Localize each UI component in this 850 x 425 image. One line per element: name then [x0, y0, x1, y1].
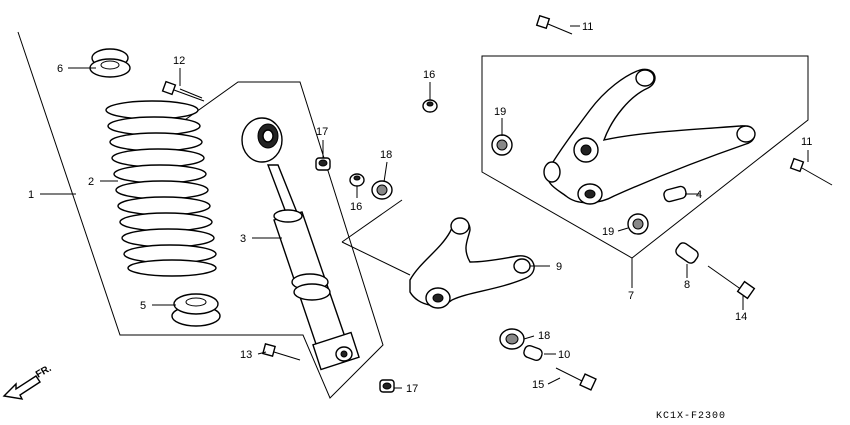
bolt-13 [262, 343, 301, 361]
label-part-19-upper: 19 [494, 106, 506, 118]
label-part-17-upper: 17 [316, 126, 328, 138]
damper [241, 117, 360, 371]
label-part-15: 15 [532, 379, 544, 391]
collar-10 [523, 344, 543, 362]
label-part-12: 12 [173, 55, 185, 67]
nut-17-lower [379, 379, 395, 393]
label-part-16-lower: 16 [350, 201, 362, 213]
diagram-code: KC1X-F2300 [656, 411, 726, 422]
bearing-19-lower [627, 213, 649, 235]
seal-18-lower [499, 328, 525, 350]
label-part-6: 6 [57, 63, 63, 75]
bolt-11-upper [535, 14, 573, 35]
label-part-10: 10 [558, 349, 570, 361]
bearing-19-upper [491, 134, 513, 156]
label-part-16-upper: 16 [423, 69, 435, 81]
label-part-7: 7 [628, 290, 634, 302]
nut-17-upper [315, 157, 331, 171]
label-part-18-lower: 18 [538, 330, 550, 342]
shock-link [409, 217, 535, 309]
label-part-11-upper: 11 [582, 21, 593, 33]
spring-seat-upper [89, 48, 131, 78]
bolt-14 [707, 265, 756, 300]
label-part-1: 1 [28, 189, 34, 201]
spring-seat-lower [171, 293, 221, 327]
bolt-15 [555, 367, 597, 391]
label-part-14: 14 [735, 311, 747, 323]
assembly-1-outline [17, 31, 384, 399]
collar-16-upper [422, 99, 438, 113]
bolt-12 [161, 80, 205, 102]
bolt-11-right [789, 157, 833, 186]
label-part-8: 8 [684, 279, 690, 291]
leader-lines [40, 25, 809, 389]
shock-arm [543, 68, 756, 205]
leader-link-9 [341, 199, 403, 243]
label-part-4: 4 [696, 189, 702, 201]
collar-8 [675, 242, 699, 264]
label-part-2: 2 [88, 176, 94, 188]
label-part-13: 13 [240, 349, 252, 361]
front-direction-label: FR. [34, 363, 54, 381]
label-part-19-lower: 19 [602, 226, 614, 238]
label-part-5: 5 [140, 300, 146, 312]
front-direction-arrow: FR. [2, 363, 54, 400]
seal-18-upper [371, 180, 393, 200]
leader-link-9b [341, 241, 411, 276]
assembly-7-outline [481, 55, 809, 259]
coil-spring [105, 100, 217, 277]
collar-4 [663, 185, 687, 203]
label-part-18-upper: 18 [380, 149, 392, 161]
label-part-9: 9 [556, 261, 562, 273]
collar-16-lower [349, 173, 365, 187]
label-part-17-lower: 17 [406, 383, 418, 395]
label-part-3: 3 [240, 233, 246, 245]
label-part-11-right: 11 [801, 136, 812, 148]
